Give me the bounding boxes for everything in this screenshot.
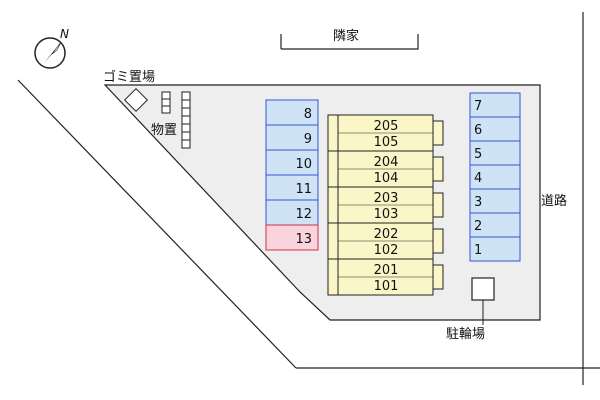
parking-right-group: 7 6 5 4 3 2 1: [469, 92, 521, 262]
storage-shed-small: [161, 91, 171, 114]
parking-space-12: 12: [265, 199, 319, 226]
parking-space-13: 13: [265, 224, 319, 251]
road-label: 道路: [541, 193, 567, 209]
bicycle-parking-box: [471, 277, 495, 301]
parking-space-5: 5: [469, 140, 521, 166]
parking-space-label: 11: [295, 182, 312, 197]
parking-space-label: 1: [474, 243, 482, 258]
parking-space-8: 8: [265, 99, 319, 126]
parking-space-10: 10: [265, 149, 319, 176]
parking-space-9: 9: [265, 124, 319, 151]
storage-label: 物置: [151, 123, 177, 138]
garbage-area-label: ゴミ置場: [103, 69, 155, 85]
unit-label-upper: 204: [374, 155, 399, 170]
unit-label-lower: 103: [374, 207, 399, 222]
parking-space-3: 3: [469, 188, 521, 214]
unit-label-lower: 105: [374, 135, 399, 150]
north-label: N: [60, 27, 69, 41]
parking-space-label: 4: [474, 171, 482, 186]
parking-space-2: 2: [469, 212, 521, 238]
parking-space-label: 13: [295, 232, 312, 247]
parking-space-label: 9: [304, 132, 312, 147]
unit-label-lower: 104: [374, 171, 399, 186]
garbage-box: [123, 87, 149, 113]
parking-space-7: 7: [469, 92, 521, 118]
unit-label-upper: 203: [374, 191, 399, 206]
storage-shed-large: [181, 91, 191, 149]
parking-space-label: 5: [474, 147, 482, 162]
neighbor-bracket: [280, 34, 419, 50]
unit-label-lower: 101: [374, 279, 399, 294]
unit-label-upper: 202: [374, 227, 399, 242]
parking-space-label: 10: [295, 157, 312, 172]
parking-space-label: 2: [474, 219, 482, 234]
unit-label-upper: 205: [374, 119, 399, 134]
bicycle-parking-label: 駐輪場: [446, 326, 485, 342]
parking-space-label: 7: [474, 99, 482, 114]
parking-space-label: 12: [295, 207, 312, 222]
parking-space-4: 4: [469, 164, 521, 190]
parking-space-1: 1: [469, 236, 521, 262]
unit-label-lower: 102: [374, 243, 399, 258]
parking-space-label: 6: [474, 123, 482, 138]
parking-left-group: 8 9 10 11 12 13: [265, 99, 319, 251]
parking-space-11: 11: [265, 174, 319, 201]
parking-space-6: 6: [469, 116, 521, 142]
unit-label-upper: 201: [374, 263, 399, 278]
north-compass-icon: N: [34, 27, 69, 69]
parking-space-label: 3: [474, 195, 482, 210]
boundary-line-diagonal: [17, 79, 297, 369]
parking-space-label: 8: [304, 107, 312, 122]
neighbor-label: 隣家: [333, 28, 359, 44]
